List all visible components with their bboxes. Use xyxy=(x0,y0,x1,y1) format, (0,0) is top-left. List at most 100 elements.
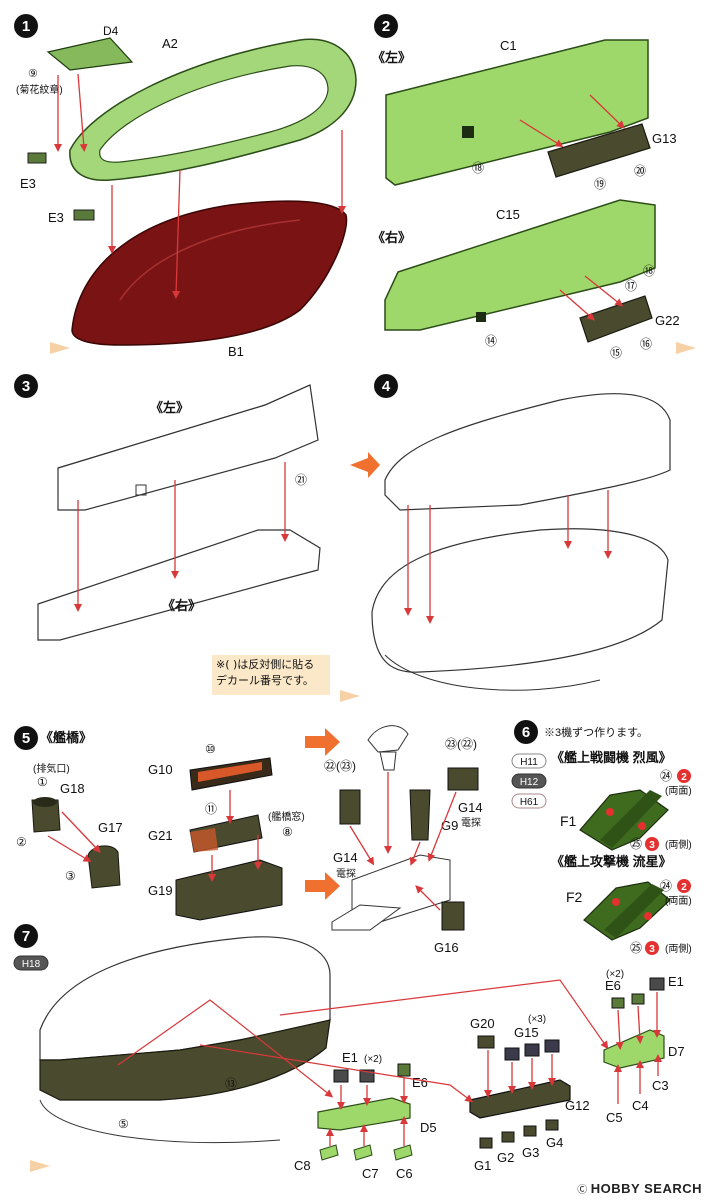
decal-badge-num: 2 xyxy=(681,882,687,893)
step-4: 4 xyxy=(340,374,671,702)
decal-badge-num: 3 xyxy=(649,840,655,851)
color-code: H11 xyxy=(520,757,538,768)
label-g17: G17 xyxy=(98,820,123,835)
aircraft-f1 xyxy=(579,789,669,851)
part-e1-a2 xyxy=(359,1069,375,1083)
label-c1: C1 xyxy=(500,38,517,53)
decal-note-box: ※( )は反対側に貼る デカール番号です。 xyxy=(212,655,330,695)
flow-arrow-5b xyxy=(305,872,340,900)
arrow-7l xyxy=(635,1005,644,1044)
step-number: 1 xyxy=(22,18,30,35)
label-x2-b: (×2) xyxy=(606,969,624,980)
label-g22: G22 xyxy=(655,313,680,328)
part-g15-3 xyxy=(544,1039,560,1053)
part-g17 xyxy=(87,845,121,889)
f1-roundel-1 xyxy=(606,808,614,816)
corner-mark xyxy=(676,342,696,354)
step-number: 3 xyxy=(22,378,30,395)
part-e3-a xyxy=(27,152,47,164)
label-left-side: 《左》 xyxy=(372,50,411,65)
arrow-7k xyxy=(615,1009,624,1050)
part-d4 xyxy=(46,37,134,71)
corner-mark xyxy=(340,690,360,702)
step-6: 6 ※3機ずつ作ります。 H11 H12 H61 《艦上戦闘機 烈風》 F1 ㉔… xyxy=(511,720,692,955)
decal-note-line1: ※( )は反対側に貼る xyxy=(216,658,315,671)
step-number: 6 xyxy=(522,724,530,741)
part-g22 xyxy=(579,295,653,343)
label-decal-17: ⑰ xyxy=(625,279,637,293)
color-badge-h11 xyxy=(511,753,547,769)
arrow-1d xyxy=(172,169,181,299)
hull-waterline xyxy=(384,654,601,691)
color-code: H12 xyxy=(520,777,539,788)
label-g4: G4 xyxy=(546,1135,563,1150)
label-b1: B1 xyxy=(228,344,244,359)
label-chrysanthemum: (菊花紋章) xyxy=(16,83,63,96)
part-b1-hull xyxy=(71,200,348,346)
part-c15 xyxy=(384,199,656,331)
decal-badge-3 xyxy=(645,837,659,851)
part-g13 xyxy=(547,123,651,178)
step-2-badge xyxy=(374,14,398,38)
label-g14-b: G14 xyxy=(458,800,483,815)
assembled-deck-top xyxy=(384,393,671,511)
aircraft-2-title: 《艦上攻撃機 流星》 xyxy=(551,854,672,869)
mast-top xyxy=(367,725,409,753)
label-c5: C5 xyxy=(606,1110,623,1125)
part-g1 xyxy=(479,1137,493,1149)
f2-roundel-1 xyxy=(612,898,620,906)
arrow-2b xyxy=(589,94,625,129)
deck-opening xyxy=(99,65,329,163)
label-c15: C15 xyxy=(496,207,520,222)
part-e1-a1 xyxy=(333,1069,349,1083)
part-g3 xyxy=(523,1125,537,1137)
color-code: H18 xyxy=(22,959,41,970)
color-code: H61 xyxy=(520,797,539,808)
part-c7 xyxy=(353,1144,373,1161)
label-x2-a: (×2) xyxy=(364,1054,382,1065)
label-g13: G13 xyxy=(652,131,677,146)
arrow-5h xyxy=(409,841,421,866)
label-decal-16: ⑯ xyxy=(640,337,652,351)
label-c8: C8 xyxy=(294,1158,311,1173)
label-decal-18b: ⑱ xyxy=(643,264,655,278)
label-e6-b: E6 xyxy=(605,978,621,993)
flow-arrow-5a xyxy=(305,728,340,756)
step-number: 5 xyxy=(22,730,30,747)
step-number: 4 xyxy=(382,378,391,395)
flow-arrow-4 xyxy=(350,452,380,478)
arrow-7-long-b xyxy=(199,1044,474,1103)
color-badge-h12 xyxy=(511,773,547,789)
left-side-window xyxy=(135,484,147,496)
label-decal-15: ⑮ xyxy=(610,346,622,360)
label-decal-14: ⑭ xyxy=(485,334,497,348)
label-decal-20: ⑳ xyxy=(634,164,646,178)
step-7-badge xyxy=(14,924,38,948)
label-g12: G12 xyxy=(565,1098,590,1113)
carrier-hull-band xyxy=(39,1019,331,1101)
label-right-side: 《右》 xyxy=(372,230,411,245)
color-badge-h61 xyxy=(511,793,547,809)
label-radar-a: 電探 xyxy=(336,867,356,880)
label-g2: G2 xyxy=(497,1150,514,1165)
part-d5 xyxy=(317,1097,411,1131)
decal-badge-num: 2 xyxy=(681,772,687,783)
part-e6-b1 xyxy=(611,997,625,1009)
decal-badge-2 xyxy=(677,769,691,783)
label-c4: C4 xyxy=(632,1098,649,1113)
label-f1: F1 xyxy=(560,813,577,829)
label-decal-2: ② xyxy=(16,835,27,849)
label-decal-22-23: ㉒(㉓) xyxy=(324,759,356,773)
step-7: 7 H18 ⑤ ⑬ E1 (×2) E6 D5 C8 C7 C6 G20 (×3… xyxy=(13,924,685,1181)
label-d5: D5 xyxy=(420,1120,437,1135)
part-c6 xyxy=(393,1144,413,1161)
part-e6-b2 xyxy=(631,993,645,1005)
arrow-2a xyxy=(519,119,564,148)
label-decal-21: ㉑ xyxy=(295,473,307,487)
step-6-note: ※3機ずつ作ります。 xyxy=(544,725,648,739)
carrier-waterline xyxy=(39,1099,281,1144)
step-3: 3 《左》 ㉑ 《右》 xyxy=(14,374,321,641)
label-g18: G18 xyxy=(60,781,85,796)
label-e1-b: E1 xyxy=(668,974,684,989)
